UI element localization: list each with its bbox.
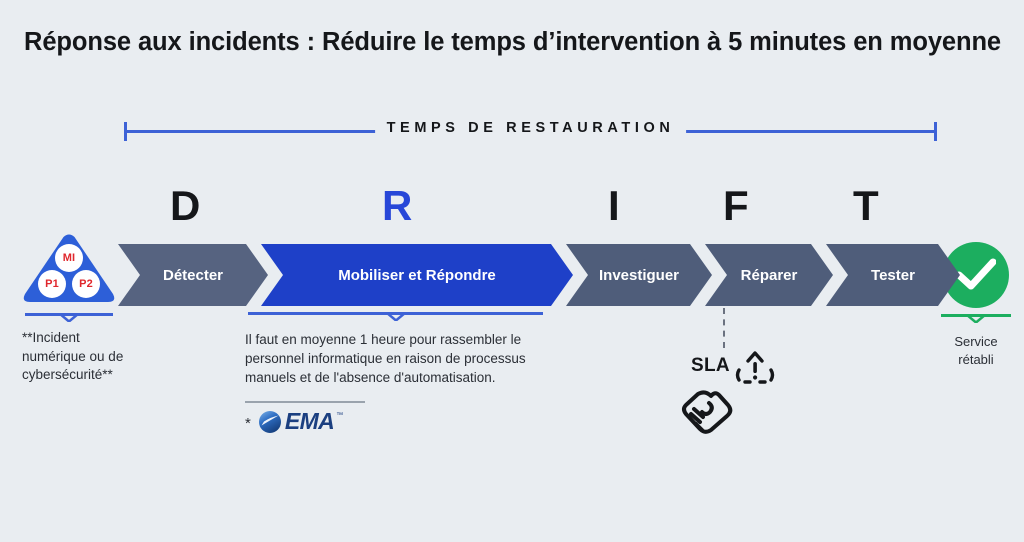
stage-label: Mobiliser et Répondre	[338, 266, 496, 284]
chevron-shape	[826, 244, 960, 306]
trademark-symbol: ™	[336, 412, 344, 419]
priority-circle-mi: MI	[55, 244, 83, 272]
warning-alert-icon	[735, 351, 775, 384]
stage-label: Réparer	[740, 266, 798, 284]
stage-reparer[interactable]: Réparer	[705, 244, 833, 306]
stage-investiguer[interactable]: Investiguer	[566, 244, 712, 306]
source-divider	[245, 401, 365, 403]
bracket-notch-icon	[967, 314, 985, 323]
bracket-notch-icon	[386, 312, 405, 321]
acronym-letter-i: I	[608, 182, 620, 229]
incident-caption-bracket	[25, 313, 113, 323]
incident-badge: MI P1 P2	[21, 232, 117, 304]
service-caption-line1: Service	[954, 334, 998, 349]
bracket-line-left	[124, 130, 414, 133]
source-attribution: * EMA ™	[245, 408, 343, 435]
ema-logo: EMA ™	[257, 408, 343, 435]
bracket-bar	[248, 312, 543, 315]
check-circle-icon	[956, 258, 996, 290]
ema-mark-icon	[258, 410, 281, 433]
page-title: Réponse aux incidents : Réduire le temps…	[24, 28, 1002, 56]
chevron-shape	[566, 244, 712, 306]
chevron-shape	[261, 244, 573, 306]
priority-circle-p1: P1	[38, 270, 66, 298]
restoration-time-label: TEMPS DE RESTAURATION	[374, 120, 687, 136]
mobilise-note-text: Il faut en moyenne 1 heure pour rassembl…	[245, 332, 526, 386]
acronym-letter-d: D	[170, 182, 201, 229]
acronym-letter-f: F	[723, 182, 749, 229]
priority-circle-p2: P2	[72, 270, 100, 298]
service-restored-caption: Service rétabli	[938, 333, 1014, 368]
bracket-bar	[941, 314, 1011, 317]
service-caption-bracket	[941, 314, 1011, 324]
ema-wordmark: EMA	[284, 408, 335, 434]
stage-label: Tester	[871, 266, 915, 284]
acronym-letter-r: R	[382, 182, 413, 229]
acronym-letter-t: T	[853, 182, 879, 229]
stage-mobiliser-et-repondre[interactable]: Mobiliser et Répondre	[261, 244, 573, 306]
chevron-shape	[705, 244, 833, 306]
sla-label: SLA	[691, 355, 730, 376]
stage-tester[interactable]: Tester	[826, 244, 960, 306]
stage-label: Investiguer	[598, 266, 680, 284]
service-caption-line2: rétabli	[958, 351, 994, 367]
bracket-notch-icon	[60, 313, 78, 322]
incident-caption: **Incident numérique ou de cybersécurité…	[22, 330, 124, 383]
stage-label: Détecter	[162, 266, 224, 284]
handshake-icon	[682, 390, 733, 434]
chevron-shape	[118, 244, 268, 306]
sla-connector-line	[723, 308, 725, 348]
source-marker: *	[245, 415, 251, 432]
stage-detecter[interactable]: Détecter	[118, 244, 268, 306]
bracket-bar	[25, 313, 113, 316]
restoration-time-bracket: TEMPS DE RESTAURATION	[124, 118, 937, 144]
mobilise-note-bracket	[248, 312, 543, 322]
bracket-line-right	[647, 130, 937, 133]
